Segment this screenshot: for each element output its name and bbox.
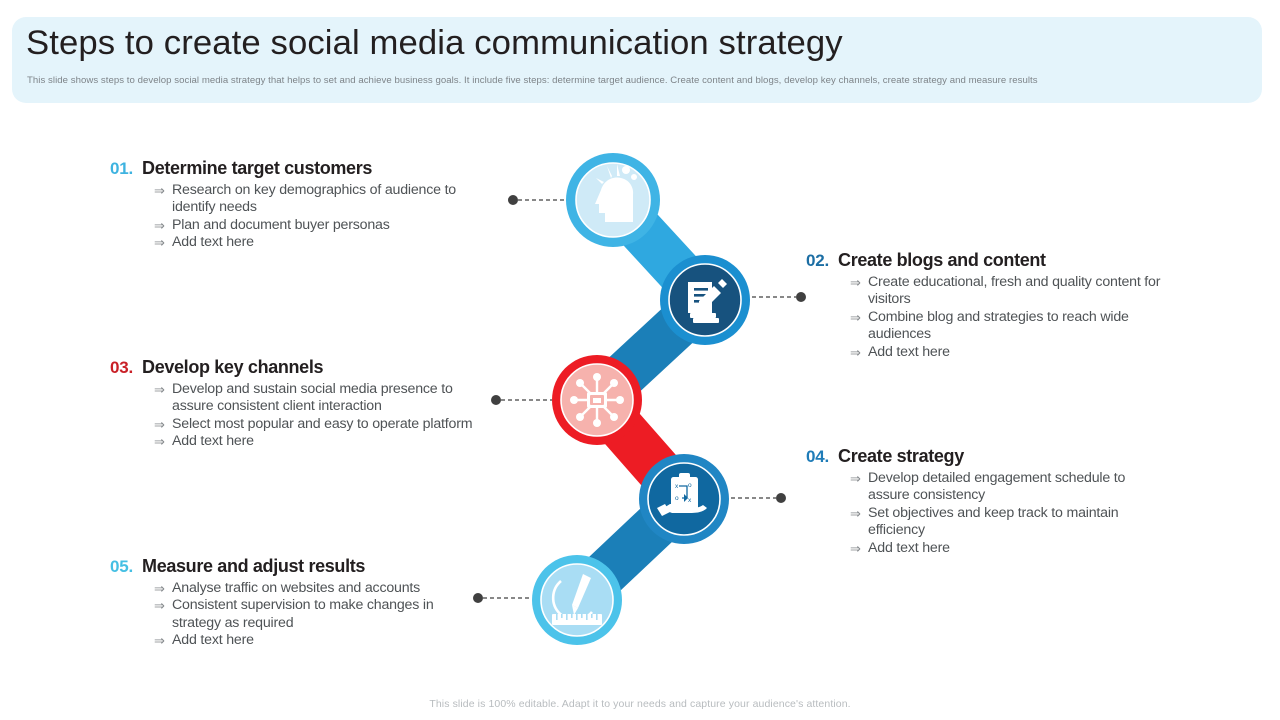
leader-dot-1 [508,195,518,205]
step-bullets-05: Analyse traffic on websites and accounts… [154,580,454,650]
list-item: Develop detailed engagement schedule to … [850,470,1150,505]
step-block-01: 01. Determine target customers Research … [110,158,464,252]
step-number-04: 04. [806,447,830,466]
list-item: Consistent supervision to make changes i… [154,597,454,632]
step-bullets-02: Create educational, fresh and quality co… [850,274,1170,361]
pen-and-ruler-icon [551,574,602,625]
step-heading-02: 02. Create blogs and content [806,250,1170,271]
step-heading-01: 01. Determine target customers [110,158,464,179]
list-item: Create educational, fresh and quality co… [850,274,1170,309]
list-item: Combine blog and strategies to reach wid… [850,309,1170,344]
step-heading-04: 04. Create strategy [806,446,1150,467]
step-block-04: 04. Create strategy Develop detailed eng… [806,446,1150,557]
chain-node-1[interactable] [566,153,660,247]
network-hub-icon-nodes [570,373,624,427]
list-item: Set objectives and keep track to maintai… [850,505,1150,540]
leader-dot-4 [776,493,786,503]
slide-footer-note: This slide is 100% editable. Adapt it to… [429,698,851,710]
step-title-02: Create blogs and content [838,250,1046,270]
network-hub-icon [575,378,619,422]
band-1-2 [590,177,728,323]
band-2-3 [574,277,728,423]
document-edit-icon [688,279,727,323]
list-item: Develop and sustain social media presenc… [154,381,484,416]
step-title-01: Determine target customers [142,158,373,178]
step-bullets-04: Develop detailed engagement schedule to … [850,470,1150,557]
step-block-02: 02. Create blogs and content Create educ… [806,250,1170,361]
head-with-ideas-icon [595,164,637,222]
step-block-05: 05. Measure and adjust results Analyse t… [110,556,454,650]
leader-dot-5 [473,593,483,603]
step-bullets-03: Develop and sustain social media presenc… [154,381,484,451]
list-item: Add text here [154,433,484,451]
page-title: Steps to create social media communicati… [26,24,843,62]
step-bullets-01: Research on key demographics of audience… [154,182,464,252]
chain-node-4[interactable]: x o o x [639,454,729,544]
step-title-05: Measure and adjust results [142,556,366,576]
step-heading-03: 03. Develop key channels [110,357,484,378]
step-number-05: 05. [110,557,134,576]
leader-dot-3 [491,395,501,405]
step-heading-05: 05. Measure and adjust results [110,556,454,577]
chain-leader-lines [473,195,806,603]
page-subtitle: This slide shows steps to develop social… [27,75,1038,86]
chain-connector-bands [554,177,728,623]
band-4-5 [554,476,707,623]
step-title-03: Develop key channels [142,357,324,377]
svg-text:o: o [688,482,692,489]
step-number-01: 01. [110,159,134,178]
svg-text:x: x [675,483,679,490]
leader-dot-2 [796,292,806,302]
list-item: Select most popular and easy to operate … [154,416,484,434]
chain-node-5[interactable] [532,555,622,645]
band-3-4 [574,377,707,522]
svg-text:o: o [675,495,679,502]
list-item: Research on key demographics of audience… [154,182,464,217]
chain-node-3[interactable] [552,355,642,445]
header-banner: Steps to create social media communicati… [12,17,1262,103]
list-item: Add text here [850,344,1170,362]
list-item: Add text here [154,234,464,252]
list-item: Plan and document buyer personas [154,217,464,235]
clipboard-on-hand-icon: x o o x [657,473,707,516]
list-item: Add text here [850,540,1150,558]
list-item: Add text here [154,632,454,650]
step-block-03: 03. Develop key channels Develop and sus… [110,357,484,451]
svg-text:x: x [688,497,692,504]
chain-node-2[interactable] [660,255,750,345]
step-number-03: 03. [110,358,134,377]
list-item: Analyse traffic on websites and accounts [154,580,454,598]
step-number-02: 02. [806,251,830,270]
step-title-04: Create strategy [838,446,964,466]
